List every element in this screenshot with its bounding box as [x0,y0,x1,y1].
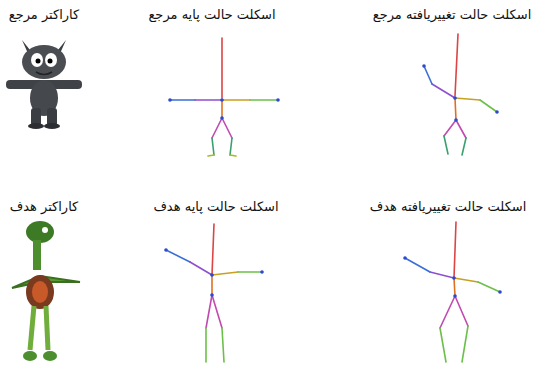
reference-modified-skeleton [424,34,497,155]
caption-label: اسکلت حالت پایه مرجع [148,7,275,23]
caption-label: کاراکتر هدف [10,199,79,215]
reference-base-skeleton [170,38,278,156]
reference-character [6,40,82,129]
caption-label: اسکلت حالت تغییریافته هدف [370,199,527,215]
target-modified-skeleton [405,222,500,362]
joint-dots [164,64,502,298]
target-base-skeleton [166,224,262,362]
caption-label: اسکلت حالت تغییریافته مرجع [373,7,532,23]
target-character [12,221,80,361]
caption-label: کاراکتر مرجع [9,7,80,23]
caption-label: اسکلت حالت پایه هدف [153,199,278,215]
